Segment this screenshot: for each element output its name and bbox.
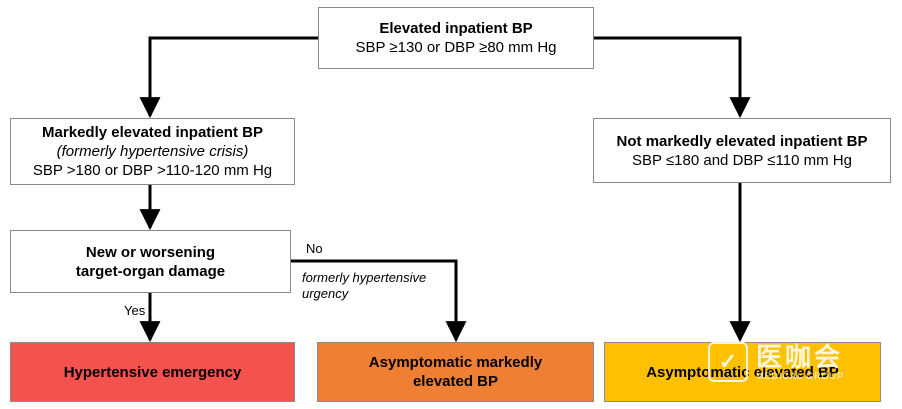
elevated-bp-box: Elevated inpatient BP SBP ≥130 or DBP ≥8… [318, 7, 594, 69]
yes-label: Yes [124, 303, 146, 318]
target-organ-damage-box: New or worsening target-organ damage [10, 230, 291, 293]
not-markedly-elevated-title: Not markedly elevated inpatient BP [616, 132, 868, 150]
hypertensive-emergency-label: Hypertensive emergency [63, 363, 242, 381]
asymptomatic-elevated-label: Asymptomatic elevated BP [646, 363, 839, 381]
question-line-2: target-organ damage [75, 262, 226, 280]
asymptomatic-elevated-box: Asymptomatic elevated BP [604, 342, 881, 402]
watermark-logo-icon: ✓ [708, 342, 748, 382]
urgency-note-line-2: urgency [302, 286, 349, 301]
markedly-elevated-title: Markedly elevated inpatient BP [42, 124, 263, 141]
asymptomatic-markedly-elevated-box: Asymptomatic markedly elevated BP [317, 342, 594, 402]
markedly-elevated-box: Markedly elevated inpatient BP (formerly… [10, 118, 295, 185]
elevated-bp-title: Elevated inpatient BP [379, 20, 533, 37]
asymptomatic-markedly-line-1: Asymptomatic markedly [368, 354, 543, 371]
elevated-bp-criteria: SBP ≥130 or DBP ≥80 mm Hg [355, 39, 557, 56]
connector-top-to-right [594, 36, 751, 119]
markedly-elevated-note: (formerly hypertensive crisis) [56, 143, 249, 160]
asymptomatic-markedly-line-2: elevated BP [412, 373, 499, 390]
not-markedly-elevated-box: Not markedly elevated inpatient BP SBP ≤… [593, 118, 891, 183]
watermark-cn: 医咖会 [756, 342, 844, 372]
urgency-note: formerly hypertensive urgency [302, 270, 426, 302]
connector-question-no [291, 259, 467, 343]
watermark-en: MEDICAL GROUP [756, 371, 845, 381]
no-label: No [306, 241, 323, 256]
watermark: ✓ 医咖会 MEDICAL GROUP [708, 336, 888, 388]
question-line-1: New or worsening [85, 243, 216, 261]
not-markedly-elevated-criteria: SBP ≤180 and DBP ≤110 mm Hg [632, 151, 852, 169]
hypertensive-emergency-box: Hypertensive emergency [10, 342, 295, 402]
connector-top-to-left [139, 36, 318, 119]
markedly-elevated-criteria: SBP >180 or DBP >110-120 mm Hg [32, 162, 273, 179]
urgency-note-line-1: formerly hypertensive [302, 270, 427, 285]
